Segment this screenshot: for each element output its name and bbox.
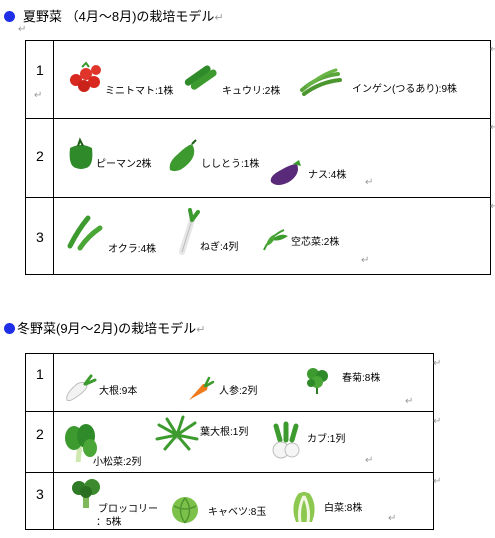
crop-label: 大根:9本 (99, 386, 138, 397)
paragraph-mark: ↵ (405, 396, 414, 407)
paragraph-mark: ↵ (34, 90, 43, 101)
komatsuna-icon (65, 424, 97, 463)
row-number: 3 (36, 229, 44, 245)
summer-title: 夏野菜 （4月〜8月)の栽培モデル (23, 9, 215, 24)
daikon-icon (66, 374, 97, 402)
tomato-icon (70, 61, 101, 92)
eggplant-icon (270, 160, 301, 185)
bullet-icon (4, 11, 15, 22)
green-bean-icon (300, 68, 342, 96)
shungiku-icon (307, 368, 328, 394)
crop-label: ミニトマト:1株 (105, 86, 174, 97)
summer-heading: 夏野菜 （4月〜8月)の栽培モデル↵ (4, 6, 224, 25)
paragraph-mark: ↵ (490, 201, 495, 212)
paragraph-mark: ↵ (433, 416, 442, 427)
carrot-icon (189, 376, 215, 400)
row-number: 1 (36, 62, 44, 78)
broccoli-icon (72, 479, 100, 508)
crop-label: オクラ:4株 (108, 244, 157, 255)
paragraph-mark: ↵ (214, 12, 224, 24)
paragraph-mark: ↵ (365, 455, 374, 466)
okra-icon (67, 215, 103, 251)
crop-label: ピーマン2株 (96, 159, 152, 170)
crop-label: 葉大根:1列 (200, 427, 249, 438)
crop-label: ブロッコリー (98, 504, 158, 515)
crop-label: 春菊:8株 (342, 373, 381, 384)
crop-label: 小松菜:2列 (93, 457, 142, 468)
crop-label: カブ:1列 (307, 434, 346, 445)
row-number: 3 (36, 486, 44, 502)
leek-icon (179, 208, 200, 255)
crop-label: キャベツ:8玉 (208, 507, 267, 518)
crop-label: ししとう:1株 (201, 159, 260, 170)
bullet-icon (4, 323, 15, 334)
winter-heading: 冬野菜(9月〜2月)の栽培モデル↵ (4, 318, 205, 337)
shishito-icon (169, 139, 197, 172)
turnip-icon (272, 421, 300, 459)
paragraph-mark: ↵ (196, 324, 206, 336)
row-number: 2 (36, 426, 44, 442)
paragraph-mark: ↵ (18, 24, 27, 35)
crop-label: 人参:2列 (219, 386, 258, 397)
crop-label: ：5株 (96, 517, 122, 528)
paragraph-mark: ↵ (388, 513, 397, 524)
green-pepper-icon (69, 137, 93, 169)
paragraph-mark: ↵ (361, 255, 370, 266)
row-number: 1 (36, 366, 44, 382)
winter-title: 冬野菜(9月〜2月)の栽培モデル (17, 321, 197, 336)
row-number: 2 (36, 148, 44, 164)
crop-label: 白菜:8株 (324, 503, 363, 514)
crop-label: 空芯菜:2株 (291, 237, 340, 248)
paragraph-mark: ↵ (490, 122, 495, 133)
cucumber-icon (184, 65, 217, 90)
paragraph-mark: ↵ (365, 177, 374, 188)
paragraph-mark: ↵ (490, 44, 495, 55)
crop-label: キュウリ:2株 (222, 86, 281, 97)
crop-label: インゲン(つるあり):9株 (352, 84, 457, 95)
paragraph-mark: ↵ (433, 358, 442, 369)
leaf-daikon-icon (155, 415, 199, 451)
cabbage-icon (172, 497, 198, 524)
napa-cabbage-icon (293, 492, 315, 523)
crop-label: ナス:4株 (308, 170, 347, 181)
crop-label: ねぎ:4列 (200, 242, 239, 253)
water-spinach-icon (263, 229, 288, 251)
paragraph-mark: ↵ (433, 476, 442, 487)
